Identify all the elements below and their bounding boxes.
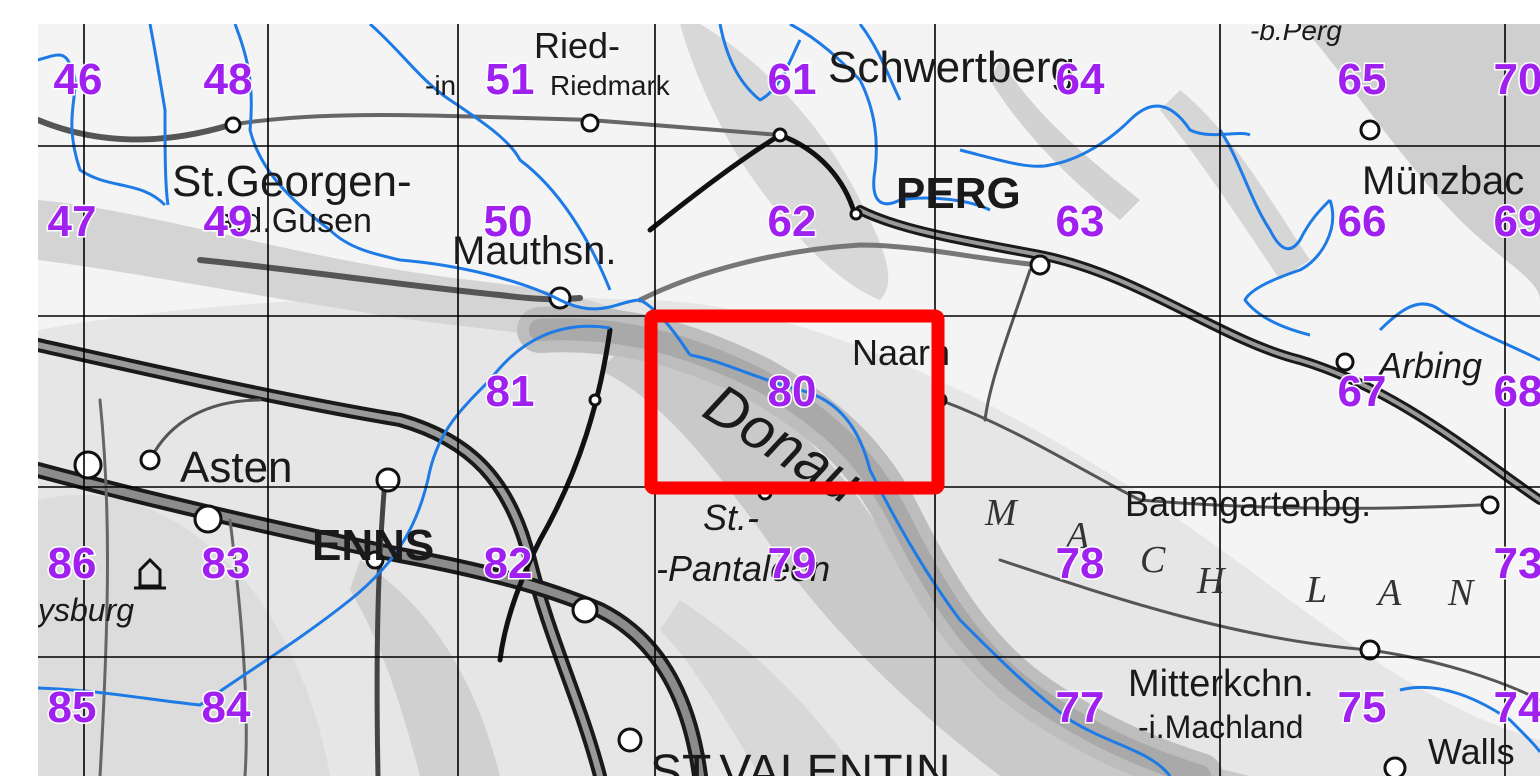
tile-label-51[interactable]: 51: [484, 54, 536, 106]
tile-label-79[interactable]: 79: [766, 538, 818, 590]
label-perg: PERG: [896, 169, 1021, 218]
tile-label-47[interactable]: 47: [46, 196, 98, 248]
tile-label-68[interactable]: 68: [1492, 366, 1540, 418]
left-gutter: [0, 24, 38, 776]
label-ried: Ried-: [534, 25, 620, 66]
label-walls: Walls: [1428, 731, 1515, 772]
tile-label-64[interactable]: 64: [1054, 54, 1106, 106]
tile-label-82[interactable]: 82: [482, 538, 534, 590]
tile-label-77[interactable]: 77: [1054, 682, 1106, 734]
roads: [38, 113, 1540, 776]
tile-number-labels: 46 48 51 61 64 65 70 47 49 50 62 63 66 69 81 80 67 68 86 83…: [46, 54, 1540, 734]
label-st: St.-: [703, 497, 759, 538]
map-canvas[interactable]: Ried- -in Riedmark Schwertberg -b.Perg S…: [38, 24, 1540, 776]
marker-83-interchange: [193, 504, 223, 534]
label-ysburg: ysburg: [38, 592, 134, 628]
tile-label-63[interactable]: 63: [1054, 196, 1106, 248]
label-machland-c: C: [1140, 539, 1166, 581]
marker-st-valentin: [617, 727, 643, 753]
tile-label-86[interactable]: 86: [46, 538, 98, 590]
label-machland-a1: A: [1063, 515, 1090, 557]
label-asten: Asten: [180, 443, 293, 492]
label-machland-a2: A: [1375, 572, 1402, 614]
label-muenzbach: Münzbac: [1362, 159, 1524, 203]
tile-label-49[interactable]: 49: [202, 196, 254, 248]
tile-label-73[interactable]: 73: [1492, 538, 1540, 590]
marker-perg: [1029, 254, 1051, 276]
tile-label-61[interactable]: 61: [766, 54, 818, 106]
label-st-valentin: ST.VALENTIN: [650, 746, 951, 776]
place-labels: Ried- -in Riedmark Schwertberg -b.Perg S…: [38, 24, 1524, 776]
tile-label-65[interactable]: 65: [1336, 54, 1388, 106]
marker-enns: [365, 550, 385, 570]
tile-label-48[interactable]: 48: [202, 54, 254, 106]
label-machland-l: L: [1305, 569, 1327, 611]
label-arbing: Arbing: [1376, 345, 1482, 386]
sheet-grid: [38, 24, 1540, 776]
tile-label-78[interactable]: 78: [1054, 538, 1106, 590]
marker-asten: [139, 449, 161, 471]
label-top-right-partial: -b.Perg: [1250, 24, 1342, 46]
tile-label-85[interactable]: 85: [46, 682, 98, 734]
tile-label-50[interactable]: 50: [482, 196, 534, 248]
tile-label-70[interactable]: 70: [1492, 54, 1540, 106]
tile-label-74[interactable]: 74: [1492, 682, 1540, 734]
label-schwertberg: Schwertberg: [828, 43, 1075, 92]
tile-label-62[interactable]: 62: [766, 196, 818, 248]
admin-boundaries: [38, 24, 1540, 776]
marker-82-interchange: [571, 596, 599, 624]
marker-ried-west: [224, 116, 242, 134]
marker-mitterkirchen: [1359, 639, 1381, 661]
tile-label-46[interactable]: 46: [52, 54, 104, 106]
label-st-georgen: St.Georgen-: [172, 157, 412, 206]
label-enns: ENNS: [312, 521, 434, 570]
tile-label-69[interactable]: 69: [1492, 196, 1540, 248]
tile-label-66[interactable]: 66: [1336, 196, 1388, 248]
marker-arbing: [1335, 352, 1355, 372]
marker-west-interchange: [73, 450, 103, 480]
tile-label-84[interactable]: 84: [200, 682, 252, 734]
label-mauthausen: Mauthsn.: [452, 229, 617, 273]
label-a-d-gusen: a.d.Gusen: [215, 202, 372, 240]
tile-label-75[interactable]: 75: [1336, 682, 1388, 734]
label-pantaleon: -Pantaleon: [656, 548, 830, 589]
label-machland-n: N: [1447, 572, 1476, 614]
tile-label-67[interactable]: 67: [1336, 366, 1388, 418]
tile-label-80[interactable]: 80: [766, 366, 818, 418]
castle-icon: [134, 557, 166, 590]
terrain-shading: [38, 24, 1540, 776]
marker-enns-north: [375, 467, 401, 493]
marker-81: [588, 393, 602, 407]
tile-label-81[interactable]: 81: [484, 366, 536, 418]
top-bar: [0, 0, 1540, 25]
label-machland-m: M: [984, 492, 1019, 534]
label-mitterkchn: Mitterkchn.: [1128, 663, 1314, 705]
tile-label-83[interactable]: 83: [200, 538, 252, 590]
marker-ried: [580, 113, 600, 133]
marker-baumgartenberg: [1480, 495, 1500, 515]
label-i-machland: -i.Machland: [1138, 709, 1303, 745]
label-baumgartenbg: Baumgartenbg.: [1125, 483, 1371, 524]
marker-schwertberg: [772, 127, 788, 143]
label-in-riedmark-a: -in: [425, 70, 456, 101]
label-machland-h: H: [1196, 560, 1227, 602]
marker-muenzbach: [1359, 119, 1381, 141]
selected-tile-highlight: [644, 309, 945, 495]
label-in-riedmark-b: Riedmark: [550, 70, 671, 101]
marker-perg-junction: [849, 207, 863, 221]
marker-walls: [1383, 756, 1407, 776]
